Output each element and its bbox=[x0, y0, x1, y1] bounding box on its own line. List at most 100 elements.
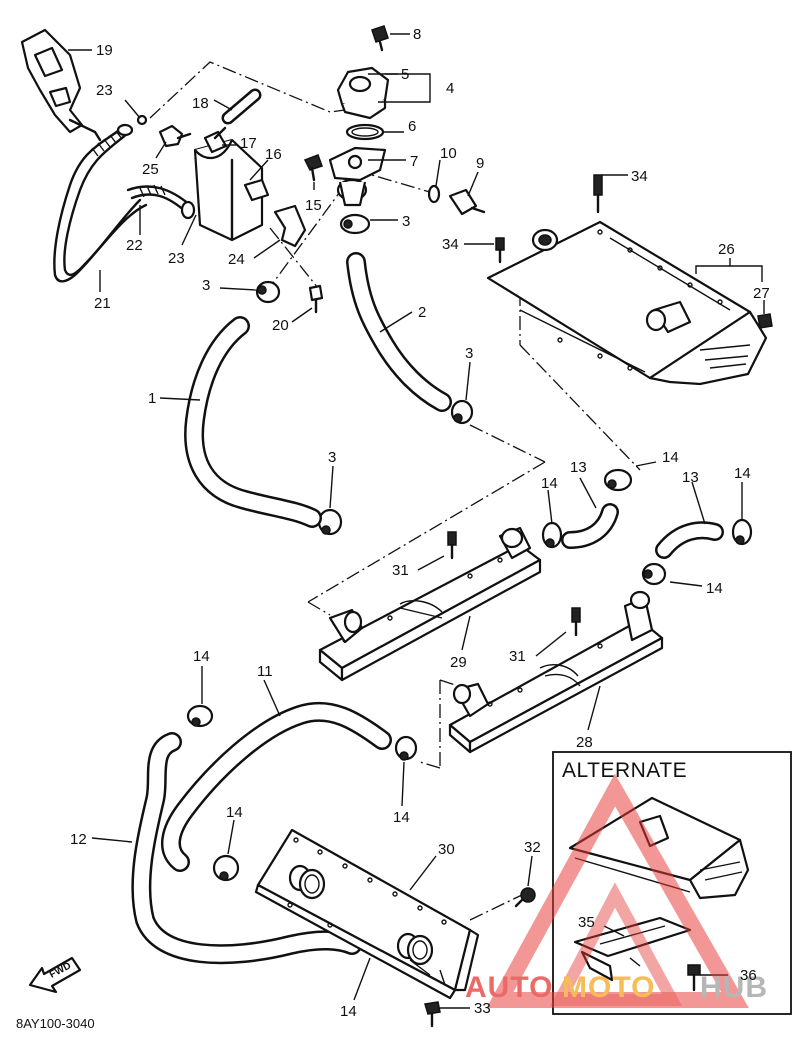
drawing-code: 8AY100-3040 bbox=[16, 1016, 95, 1031]
callout-3-mid: 3 bbox=[465, 345, 473, 362]
callout-13-right: 13 bbox=[682, 469, 699, 486]
callout-14-f: 14 bbox=[393, 809, 410, 826]
thermostat-cover-5 bbox=[336, 66, 390, 120]
callout-3-left: 3 bbox=[202, 277, 210, 294]
callout-7: 7 bbox=[410, 153, 418, 170]
reference-lines bbox=[149, 61, 641, 921]
automotohub-watermark: AUTO MOTO HUB bbox=[465, 773, 768, 1008]
callout-14-g: 14 bbox=[226, 804, 243, 821]
callout-22: 22 bbox=[126, 237, 143, 254]
clamp-14-e bbox=[186, 704, 214, 728]
callout-19: 19 bbox=[96, 42, 113, 59]
callout-3-bottom: 3 bbox=[328, 449, 336, 466]
callout-16: 16 bbox=[265, 146, 282, 163]
hose-18 bbox=[221, 88, 262, 125]
bolt-36 bbox=[687, 964, 701, 992]
thermostat-housing-7 bbox=[328, 146, 387, 207]
hose-13-right bbox=[655, 521, 724, 559]
callout-5: 5 bbox=[401, 66, 409, 83]
callout-32: 32 bbox=[524, 839, 541, 856]
callout-6: 6 bbox=[408, 118, 416, 135]
o-ring-6 bbox=[345, 123, 385, 141]
callouts: 19 8 5 4 23 18 6 17 16 7 10 9 25 15 34 3… bbox=[70, 26, 770, 1020]
callout-23-top: 23 bbox=[96, 82, 113, 99]
bolt-32 bbox=[514, 887, 536, 908]
clamp-14-a bbox=[603, 468, 633, 492]
callout-36: 36 bbox=[740, 967, 757, 984]
callout-14-d: 14 bbox=[706, 580, 723, 597]
hose-11 bbox=[160, 701, 392, 872]
clamp-3-left bbox=[255, 280, 281, 304]
callout-26: 26 bbox=[718, 241, 735, 258]
callout-35: 35 bbox=[578, 914, 595, 931]
callout-14-e: 14 bbox=[193, 648, 210, 665]
radiator-panel-30 bbox=[254, 828, 480, 1000]
radiator-29 bbox=[318, 526, 542, 682]
alternate-inset: ALTERNATE bbox=[552, 751, 792, 1015]
bolt-33 bbox=[424, 1001, 441, 1028]
watermark-triangle-icon bbox=[486, 773, 749, 1008]
fitting-25 bbox=[158, 124, 192, 148]
hose-13-left bbox=[561, 503, 619, 549]
callout-21: 21 bbox=[94, 295, 111, 312]
bolt-15 bbox=[303, 154, 323, 182]
callout-20: 20 bbox=[272, 317, 289, 334]
bolt-31-b bbox=[571, 607, 581, 637]
callout-30: 30 bbox=[438, 841, 455, 858]
clamp-14-c bbox=[731, 518, 753, 546]
callout-33: 33 bbox=[474, 1000, 491, 1017]
nut-27 bbox=[757, 313, 773, 329]
bolt-31-a bbox=[447, 531, 457, 560]
bolt-8 bbox=[371, 25, 410, 52]
callout-34-mid: 34 bbox=[442, 236, 459, 253]
callout-3-top: 3 bbox=[402, 213, 410, 230]
radiator-panel-26 bbox=[486, 220, 768, 386]
callout-11: 11 bbox=[257, 663, 273, 680]
callout-24: 24 bbox=[228, 251, 245, 268]
reservoir-tank-16 bbox=[193, 126, 270, 242]
callout-10: 10 bbox=[440, 145, 457, 162]
bolt-34-b bbox=[495, 237, 505, 264]
hose-1 bbox=[184, 316, 322, 528]
callout-9: 9 bbox=[476, 155, 484, 172]
callout-31-a: 31 bbox=[392, 562, 409, 579]
callout-14-h: 14 bbox=[340, 1003, 357, 1020]
hose-2 bbox=[346, 252, 452, 412]
callout-29: 29 bbox=[450, 654, 467, 671]
callout-27: 27 bbox=[753, 285, 770, 302]
callout-8: 8 bbox=[413, 26, 421, 43]
clamp-3-top bbox=[339, 213, 371, 235]
bolts bbox=[308, 174, 773, 1028]
watermark-part1: AUTO bbox=[465, 971, 553, 1004]
callout-31-b: 31 bbox=[509, 648, 526, 665]
callout-1: 1 bbox=[148, 390, 156, 407]
clamp-14-f bbox=[394, 735, 418, 761]
clamp-3-mid bbox=[450, 399, 474, 425]
watermark-part2: MOTO bbox=[562, 971, 655, 1004]
callout-13-left: 13 bbox=[570, 459, 587, 476]
clamp-14-d bbox=[641, 562, 667, 586]
callout-14-c: 14 bbox=[734, 465, 751, 482]
callout-34-top: 34 bbox=[631, 168, 648, 185]
clamp-3-bottom bbox=[317, 508, 343, 536]
callout-23-bottom: 23 bbox=[168, 250, 185, 267]
clamp-14-g bbox=[212, 854, 240, 882]
bracket-24 bbox=[273, 204, 307, 248]
callout-15: 15 bbox=[305, 197, 322, 214]
alternate-label: ALTERNATE bbox=[562, 759, 687, 782]
clamp-14-b bbox=[541, 521, 563, 549]
fwd-arrow-icon: FWD bbox=[28, 956, 82, 994]
thermo-sensor-9 bbox=[448, 188, 486, 216]
callout-28: 28 bbox=[576, 734, 593, 751]
callout-25: 25 bbox=[142, 161, 159, 178]
bracket-19 bbox=[20, 28, 102, 142]
bolt-34-a bbox=[593, 174, 603, 214]
callout-14-a: 14 bbox=[541, 475, 558, 492]
callout-2: 2 bbox=[418, 304, 426, 321]
callout-14-b: 14 bbox=[662, 449, 679, 466]
callout-17: 17 bbox=[240, 135, 257, 152]
bolt-20 bbox=[308, 284, 324, 314]
callout-4: 4 bbox=[446, 80, 454, 97]
watermark-part3: HUB bbox=[700, 971, 768, 1004]
